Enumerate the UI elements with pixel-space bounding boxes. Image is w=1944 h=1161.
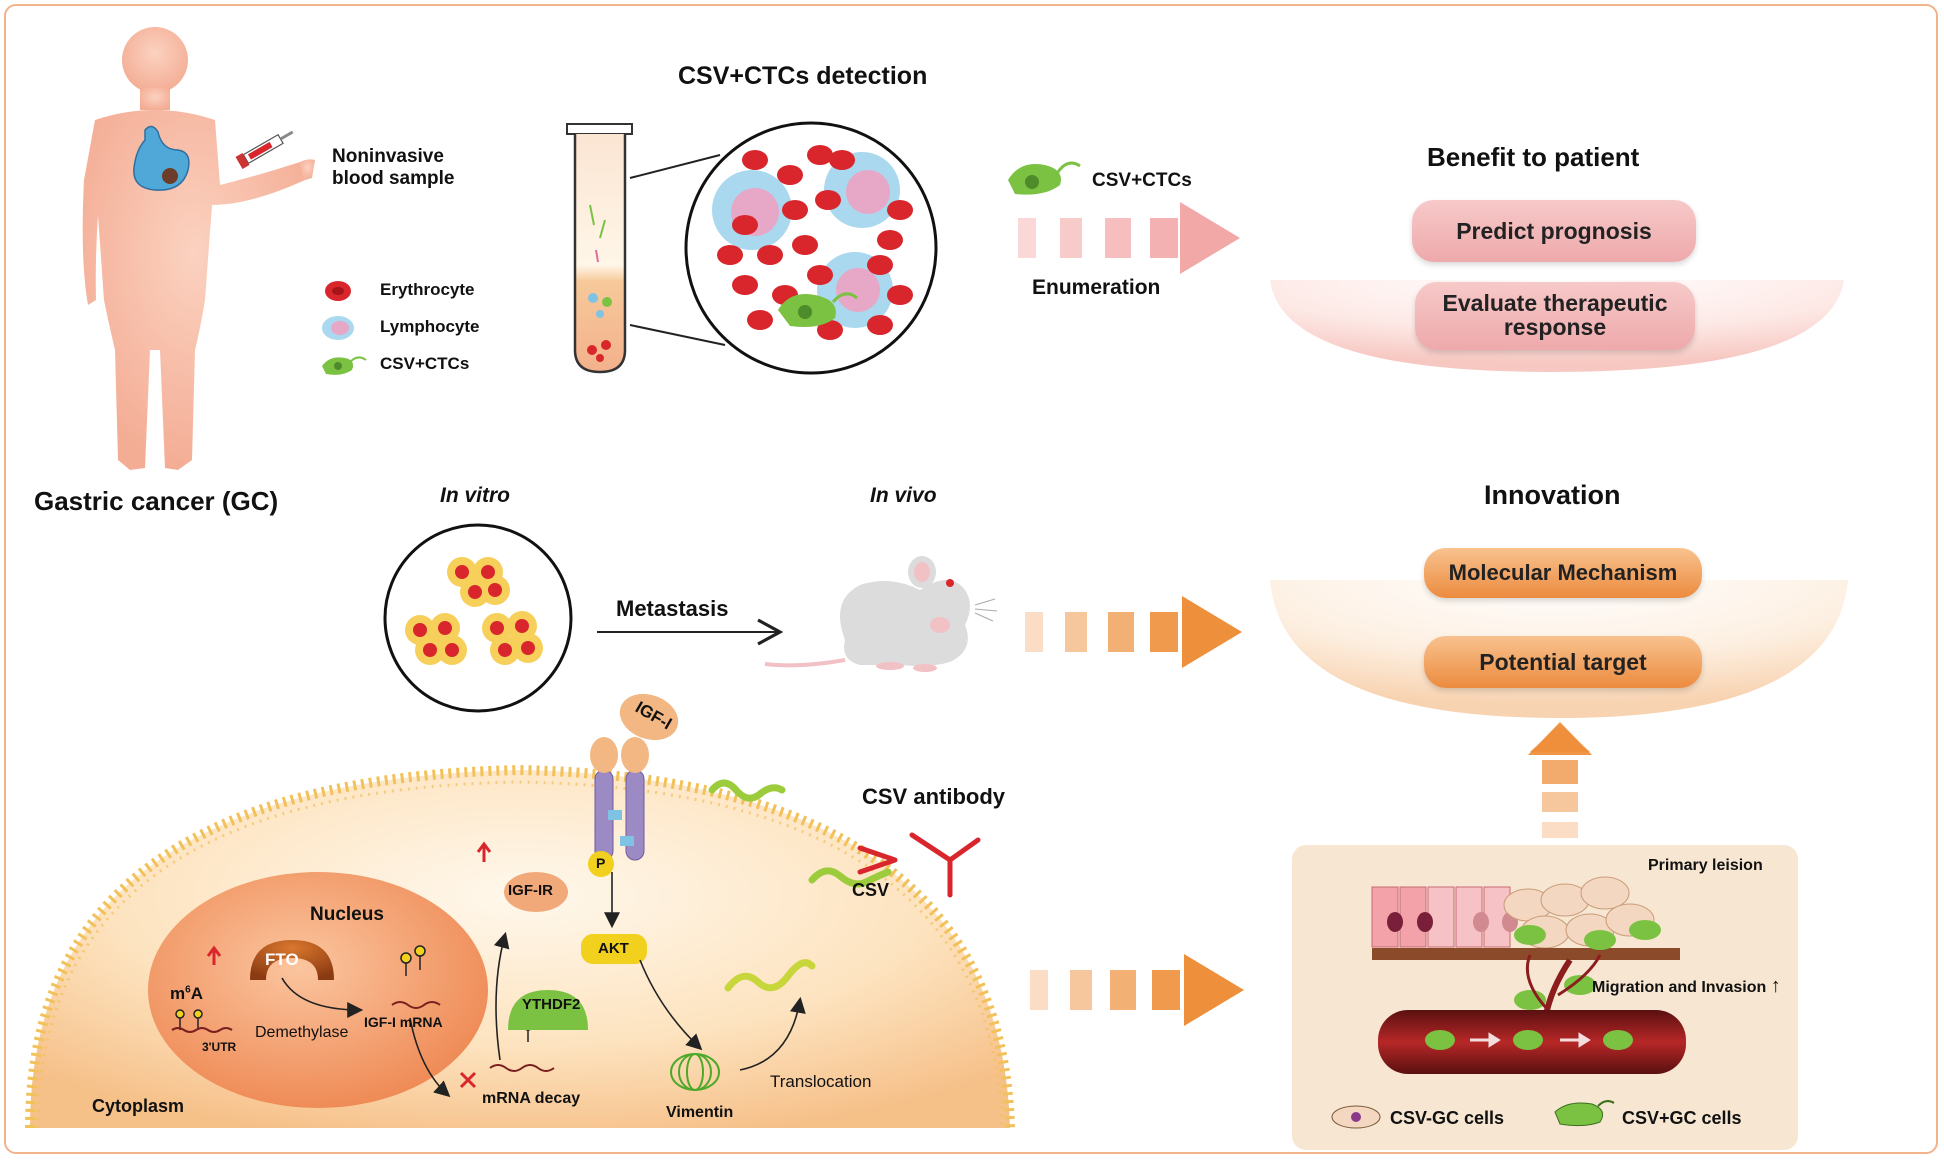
in-vitro-dish: [383, 523, 573, 713]
ctc-cell-icon: [1008, 161, 1081, 195]
vimentin-label: Vimentin: [666, 1104, 734, 1121]
legend-csv-positive-label: CSV+GC cells: [1622, 1108, 1742, 1128]
blood-sample-line-2: blood sample: [332, 168, 455, 189]
primary-lesion-title: Primary leision: [1648, 857, 1763, 874]
zoom-line-bottom: [629, 324, 726, 346]
mouse-figure: [764, 556, 998, 672]
enumeration-arrow: [1018, 202, 1240, 274]
patient-label: Gastric cancer (GC): [34, 486, 279, 516]
magnified-blood-view: [684, 121, 938, 375]
metastasis-label: Metastasis: [616, 596, 729, 621]
phospho-label: P: [596, 855, 606, 871]
demethylase-label: Demethylase: [255, 1024, 349, 1041]
up-arrow-glyph-icon: ↑: [1770, 975, 1781, 997]
csv-label: CSV: [852, 880, 890, 900]
blood-sample-label: Noninvasive blood sample: [332, 146, 454, 190]
m6a-base: m: [170, 984, 186, 1003]
blood-sample-line-1: Noninvasive: [332, 146, 444, 167]
benefit-item-evaluate-response: Evaluate therapeutic response: [1415, 282, 1695, 350]
legend-lymphocyte-label: Lymphocyte: [380, 317, 480, 336]
innovation-item-molecular-mechanism: Molecular Mechanism: [1424, 548, 1702, 598]
m6a-tail: A: [190, 984, 203, 1003]
migration-text: Migration and Invasion: [1592, 979, 1767, 996]
legend-ctc-icon: [322, 356, 367, 375]
m6a-label: m6A: [170, 984, 203, 1004]
igf-mrna-label: IGF-I mRNA: [364, 1014, 443, 1030]
ythdf2-label: YTHDF2: [522, 996, 581, 1013]
detection-title: CSV+CTCs detection: [678, 62, 928, 90]
mouse-to-innovation-arrow: [1025, 596, 1242, 668]
benefit-title: Benefit to patient: [1427, 142, 1640, 172]
cytoplasm-label: Cytoplasm: [92, 1096, 185, 1116]
legend-erythrocyte-icon: [325, 281, 351, 301]
mechanism-to-primary-arrow: [1030, 954, 1244, 1026]
translocation-label: Translocation: [770, 1072, 872, 1091]
mrna-decay-label: mRNA decay: [482, 1090, 581, 1107]
fto-label: FTO: [265, 950, 299, 969]
enumeration-label: Enumeration: [1032, 276, 1161, 299]
migration-label: Migration and Invasion ↑: [1592, 975, 1781, 998]
patient-figure: [82, 27, 315, 470]
primary-lesion-panel: [1292, 845, 1798, 1150]
legend-erythrocyte-label: Erythrocyte: [380, 280, 475, 299]
csv-antibody-label: CSV antibody: [862, 784, 1006, 809]
legend-lymphocyte-icon: [322, 316, 354, 340]
ctc-label: CSV+CTCs: [1092, 170, 1192, 191]
m6a-superscript: 6: [185, 984, 191, 996]
in-vitro-label: In vitro: [440, 484, 511, 507]
igf-ir-label: IGF-IR: [508, 882, 553, 899]
cell-mechanism: [25, 693, 1015, 1129]
nucleus-label: Nucleus: [310, 904, 384, 925]
utr-label: 3'UTR: [202, 1040, 237, 1054]
figure-frame: [4, 4, 1938, 1154]
up-arrow: [1528, 722, 1592, 838]
zoom-line-top: [629, 154, 721, 179]
innovation-title: Innovation: [1484, 480, 1621, 510]
benefit-item-predict-prognosis: Predict prognosis: [1412, 200, 1696, 262]
legend-ctc-label: CSV+CTCs: [380, 354, 470, 373]
innovation-item-potential-target: Potential target: [1424, 636, 1702, 688]
legend-csv-negative-label: CSV-GC cells: [1390, 1108, 1505, 1128]
in-vivo-label: In vivo: [870, 484, 937, 507]
test-tube: [566, 123, 633, 374]
akt-label: AKT: [598, 940, 629, 957]
